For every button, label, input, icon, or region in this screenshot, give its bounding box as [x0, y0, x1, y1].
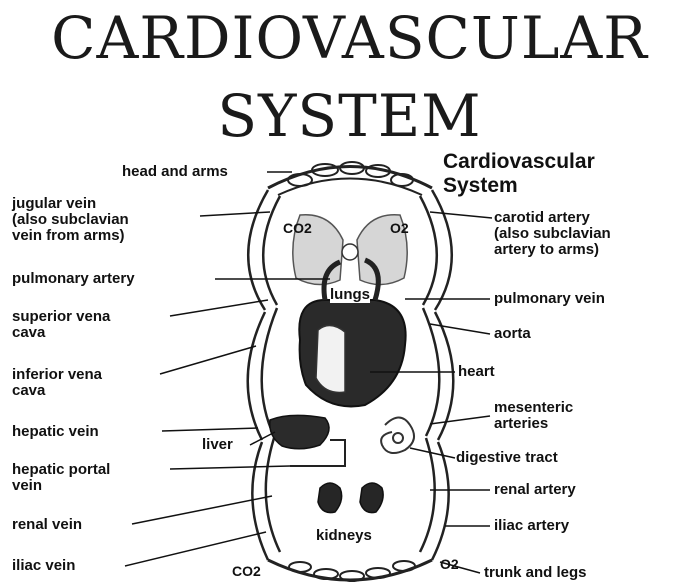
o2-bottom-label: O2	[440, 556, 459, 572]
label-head-and-arms: head and arms	[122, 164, 228, 180]
label-mesenteric-arteries: mesenteric arteries	[494, 400, 573, 432]
label-renal-vein: renal vein	[12, 517, 82, 533]
label-liver: liver	[202, 437, 233, 453]
subtitle-line-2: System	[443, 174, 518, 198]
label-iliac-vein: iliac vein	[12, 558, 75, 574]
label-hepatic-portal-vein: hepatic portal vein	[12, 462, 110, 494]
head-capillary-bed	[268, 162, 432, 195]
label-lungs: lungs	[330, 287, 370, 303]
trunk-capillary-bed	[268, 560, 432, 581]
label-inferior-vena-cava: inferior vena cava	[12, 367, 102, 399]
label-carotid-artery: carotid artery (also subclavian artery t…	[494, 210, 611, 258]
label-pulmonary-artery: pulmonary artery	[12, 271, 135, 287]
label-superior-vena-cava: superior vena cava	[12, 309, 110, 341]
label-heart: heart	[458, 364, 495, 380]
subtitle-line-1: Cardiovascular	[443, 150, 595, 174]
digestive-tract-shape	[381, 418, 414, 454]
label-aorta: aorta	[494, 326, 531, 342]
label-kidneys: kidneys	[316, 528, 372, 544]
liver-shape	[270, 415, 329, 448]
label-hepatic-vein: hepatic vein	[12, 424, 99, 440]
o2-top-label: O2	[390, 220, 409, 236]
label-digestive-tract: digestive tract	[456, 450, 558, 466]
label-iliac-artery: iliac artery	[494, 518, 569, 534]
label-jugular-vein: jugular vein (also subclavian vein from …	[12, 196, 129, 244]
co2-top-label: CO2	[283, 220, 312, 236]
label-renal-artery: renal artery	[494, 482, 576, 498]
co2-bottom-label: CO2	[232, 563, 261, 579]
kidneys-shape	[318, 483, 383, 513]
label-trunk-and-legs: trunk and legs	[484, 565, 587, 581]
label-pulmonary-vein: pulmonary vein	[494, 291, 605, 307]
